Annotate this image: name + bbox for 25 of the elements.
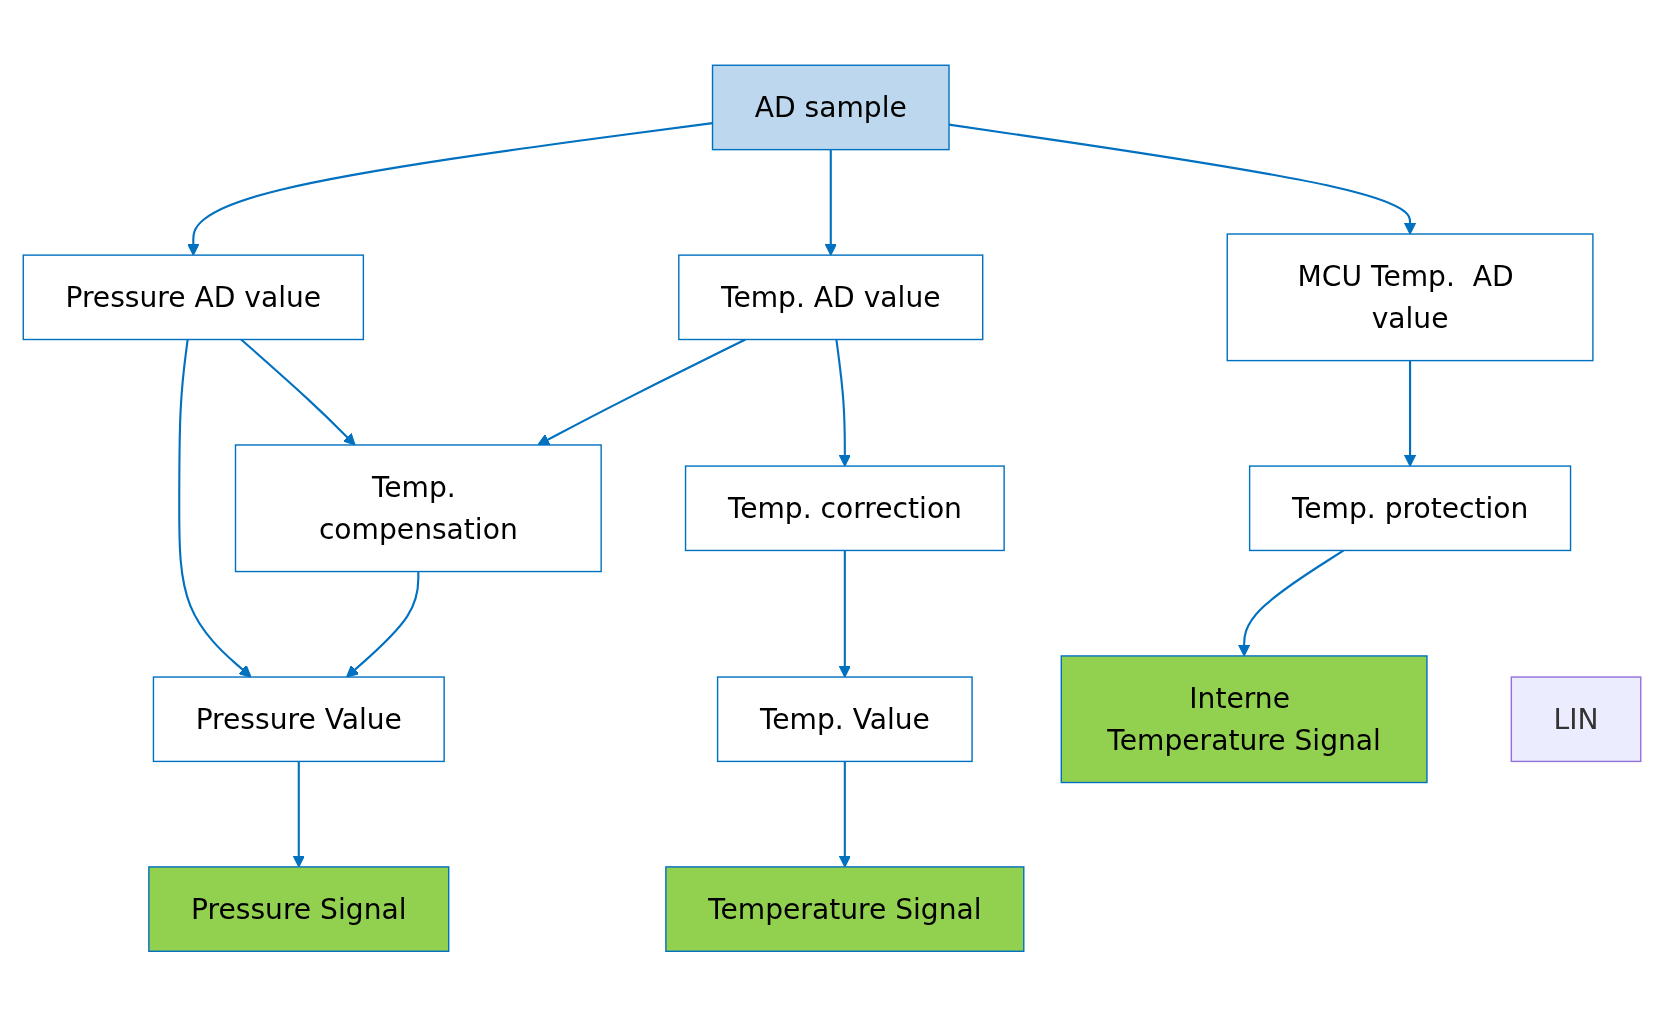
arrow	[537, 338, 746, 446]
arrow	[838, 761, 851, 868]
arrow	[346, 571, 420, 678]
arrow	[824, 149, 837, 256]
node-box: Temp. protection	[1248, 465, 1572, 551]
node-box: Pressure AD value	[22, 254, 365, 340]
arrow	[838, 550, 851, 678]
arrow	[1237, 549, 1345, 657]
arrow	[1403, 360, 1417, 467]
node-box: Temp. AD value	[678, 254, 984, 340]
node-box: Temperature Signal	[665, 865, 1025, 952]
node-box: Interne Temperature Signal	[1060, 654, 1428, 783]
arrow	[178, 339, 252, 678]
arrow	[187, 121, 713, 256]
node-box: Temp. Value	[716, 676, 973, 762]
node-box: AD sample	[711, 64, 950, 151]
node-box: Pressure Signal	[148, 865, 450, 952]
node-box: Temp. correction	[684, 465, 1005, 551]
node-box: LIN	[1510, 676, 1642, 762]
arrow	[292, 761, 305, 868]
node-box: Temp. compensation	[234, 444, 602, 572]
node-box: Pressure Value	[152, 676, 445, 762]
arrow	[240, 338, 356, 446]
arrow	[835, 339, 851, 467]
node-box: MCU Temp. AD value	[1226, 233, 1594, 362]
